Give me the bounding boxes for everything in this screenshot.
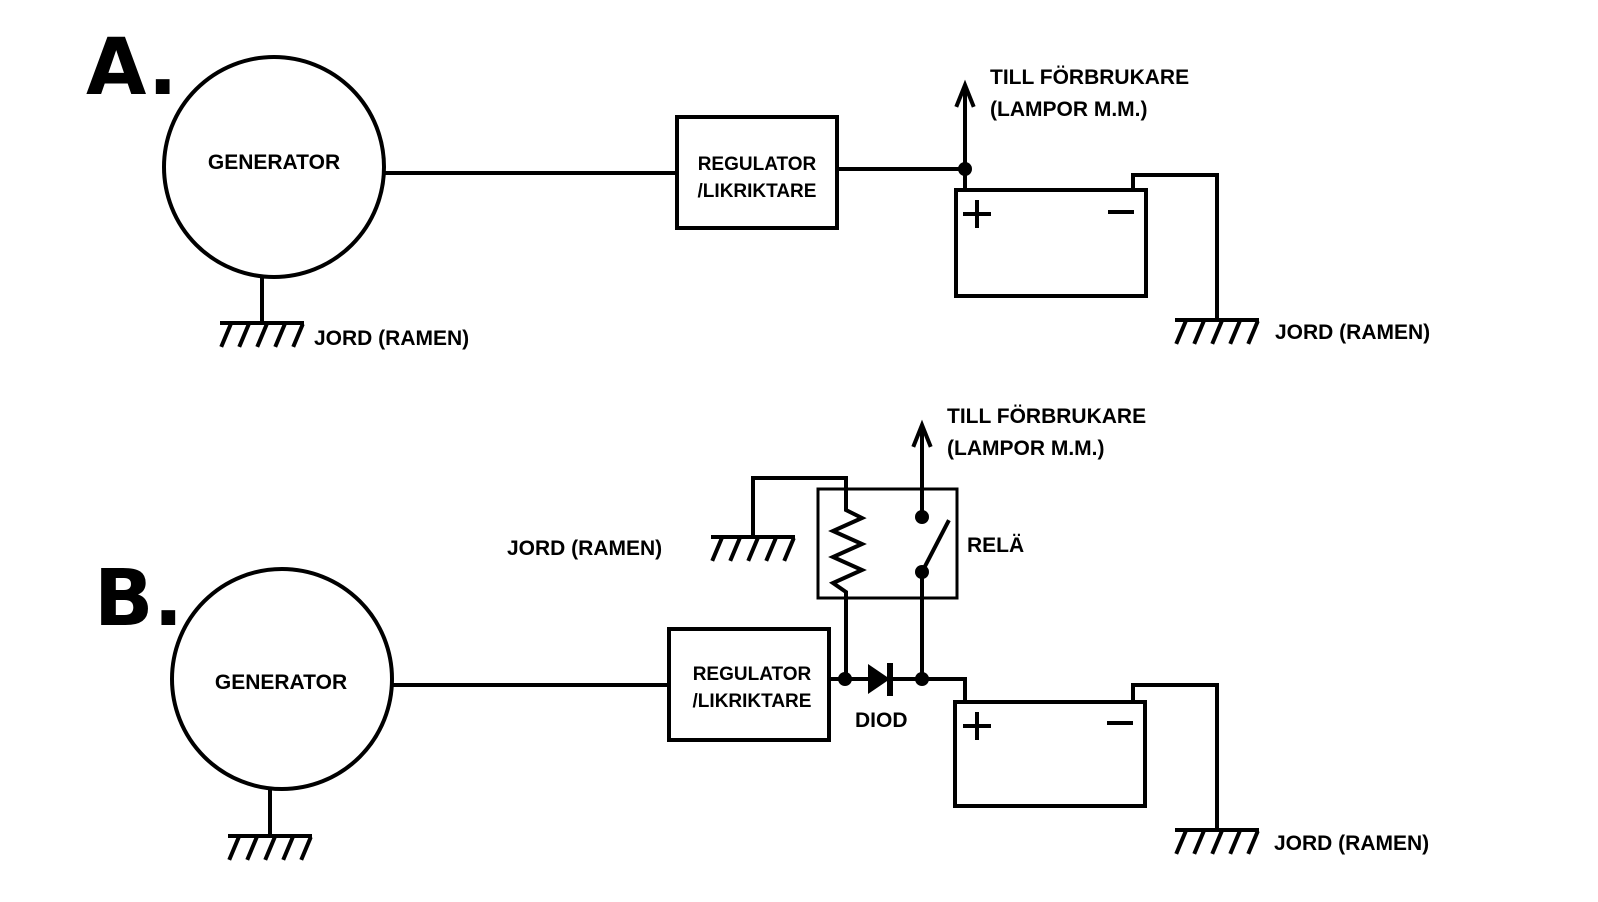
relay-ground-label: JORD (RAMEN) xyxy=(507,537,662,560)
regulator-label-2: /LIKRIKTARE xyxy=(698,181,817,202)
diode-battery-wire xyxy=(920,677,967,702)
battery-ground-wire xyxy=(1131,683,1219,832)
regulator-label-1: REGULATOR xyxy=(698,154,817,175)
generator-b: GENERATOR xyxy=(170,567,394,791)
ground-symbol-icon xyxy=(1175,828,1259,854)
relay-coil-icon xyxy=(751,476,867,681)
load-label-1: TILL FÖRBRUKARE xyxy=(990,66,1189,89)
diagram-b: B. GENERATOR REGULATOR /LIKRIKTARE DIOD xyxy=(94,405,1429,860)
diagram-b-letter: B. xyxy=(94,554,183,644)
relay xyxy=(751,419,959,681)
relay-box xyxy=(816,487,959,600)
ground-symbol-icon xyxy=(220,321,304,347)
diode-icon xyxy=(868,663,893,696)
load-label-2: (LAMPOR M.M.) xyxy=(990,98,1147,121)
generator-a: GENERATOR xyxy=(162,55,386,279)
generator-circle xyxy=(162,55,386,279)
diagram-a: A. GENERATOR JORD (RAMEN) REGULATOR /LIK… xyxy=(86,23,1430,350)
diode-label: DIOD xyxy=(855,709,908,732)
generator-label: GENERATOR xyxy=(215,671,347,694)
arrow-up-icon xyxy=(954,79,976,108)
relay-switch-icon xyxy=(919,519,951,575)
ground-symbol-icon xyxy=(1175,318,1259,344)
diagram-a-letter: A. xyxy=(86,23,177,113)
generator-circle xyxy=(170,567,394,791)
regulator-b: REGULATOR /LIKRIKTARE xyxy=(667,627,831,742)
regulator-box xyxy=(667,627,831,742)
battery-ground-wire xyxy=(1131,173,1219,322)
relay-label: RELÄ xyxy=(967,534,1024,557)
load-label-2: (LAMPOR M.M.) xyxy=(947,437,1104,460)
ground-label-right: JORD (RAMEN) xyxy=(1274,832,1429,855)
load-label-1: TILL FÖRBRUKARE xyxy=(947,405,1146,428)
regulator-a: REGULATOR /LIKRIKTARE xyxy=(675,115,839,230)
ground-label-left: JORD (RAMEN) xyxy=(314,327,469,350)
ground-symbol-icon xyxy=(711,535,795,561)
battery-box xyxy=(954,188,1148,298)
regulator-label-2: /LIKRIKTARE xyxy=(693,691,812,712)
arrow-up-icon xyxy=(911,419,933,448)
regulator-box xyxy=(675,115,839,230)
battery-a xyxy=(954,188,1148,298)
generator-label: GENERATOR xyxy=(208,151,340,174)
ground-symbol-icon xyxy=(228,834,312,860)
battery-box xyxy=(953,700,1147,808)
ground-label-right: JORD (RAMEN) xyxy=(1275,321,1430,344)
battery-b xyxy=(953,700,1147,808)
regulator-label-1: REGULATOR xyxy=(693,664,812,685)
